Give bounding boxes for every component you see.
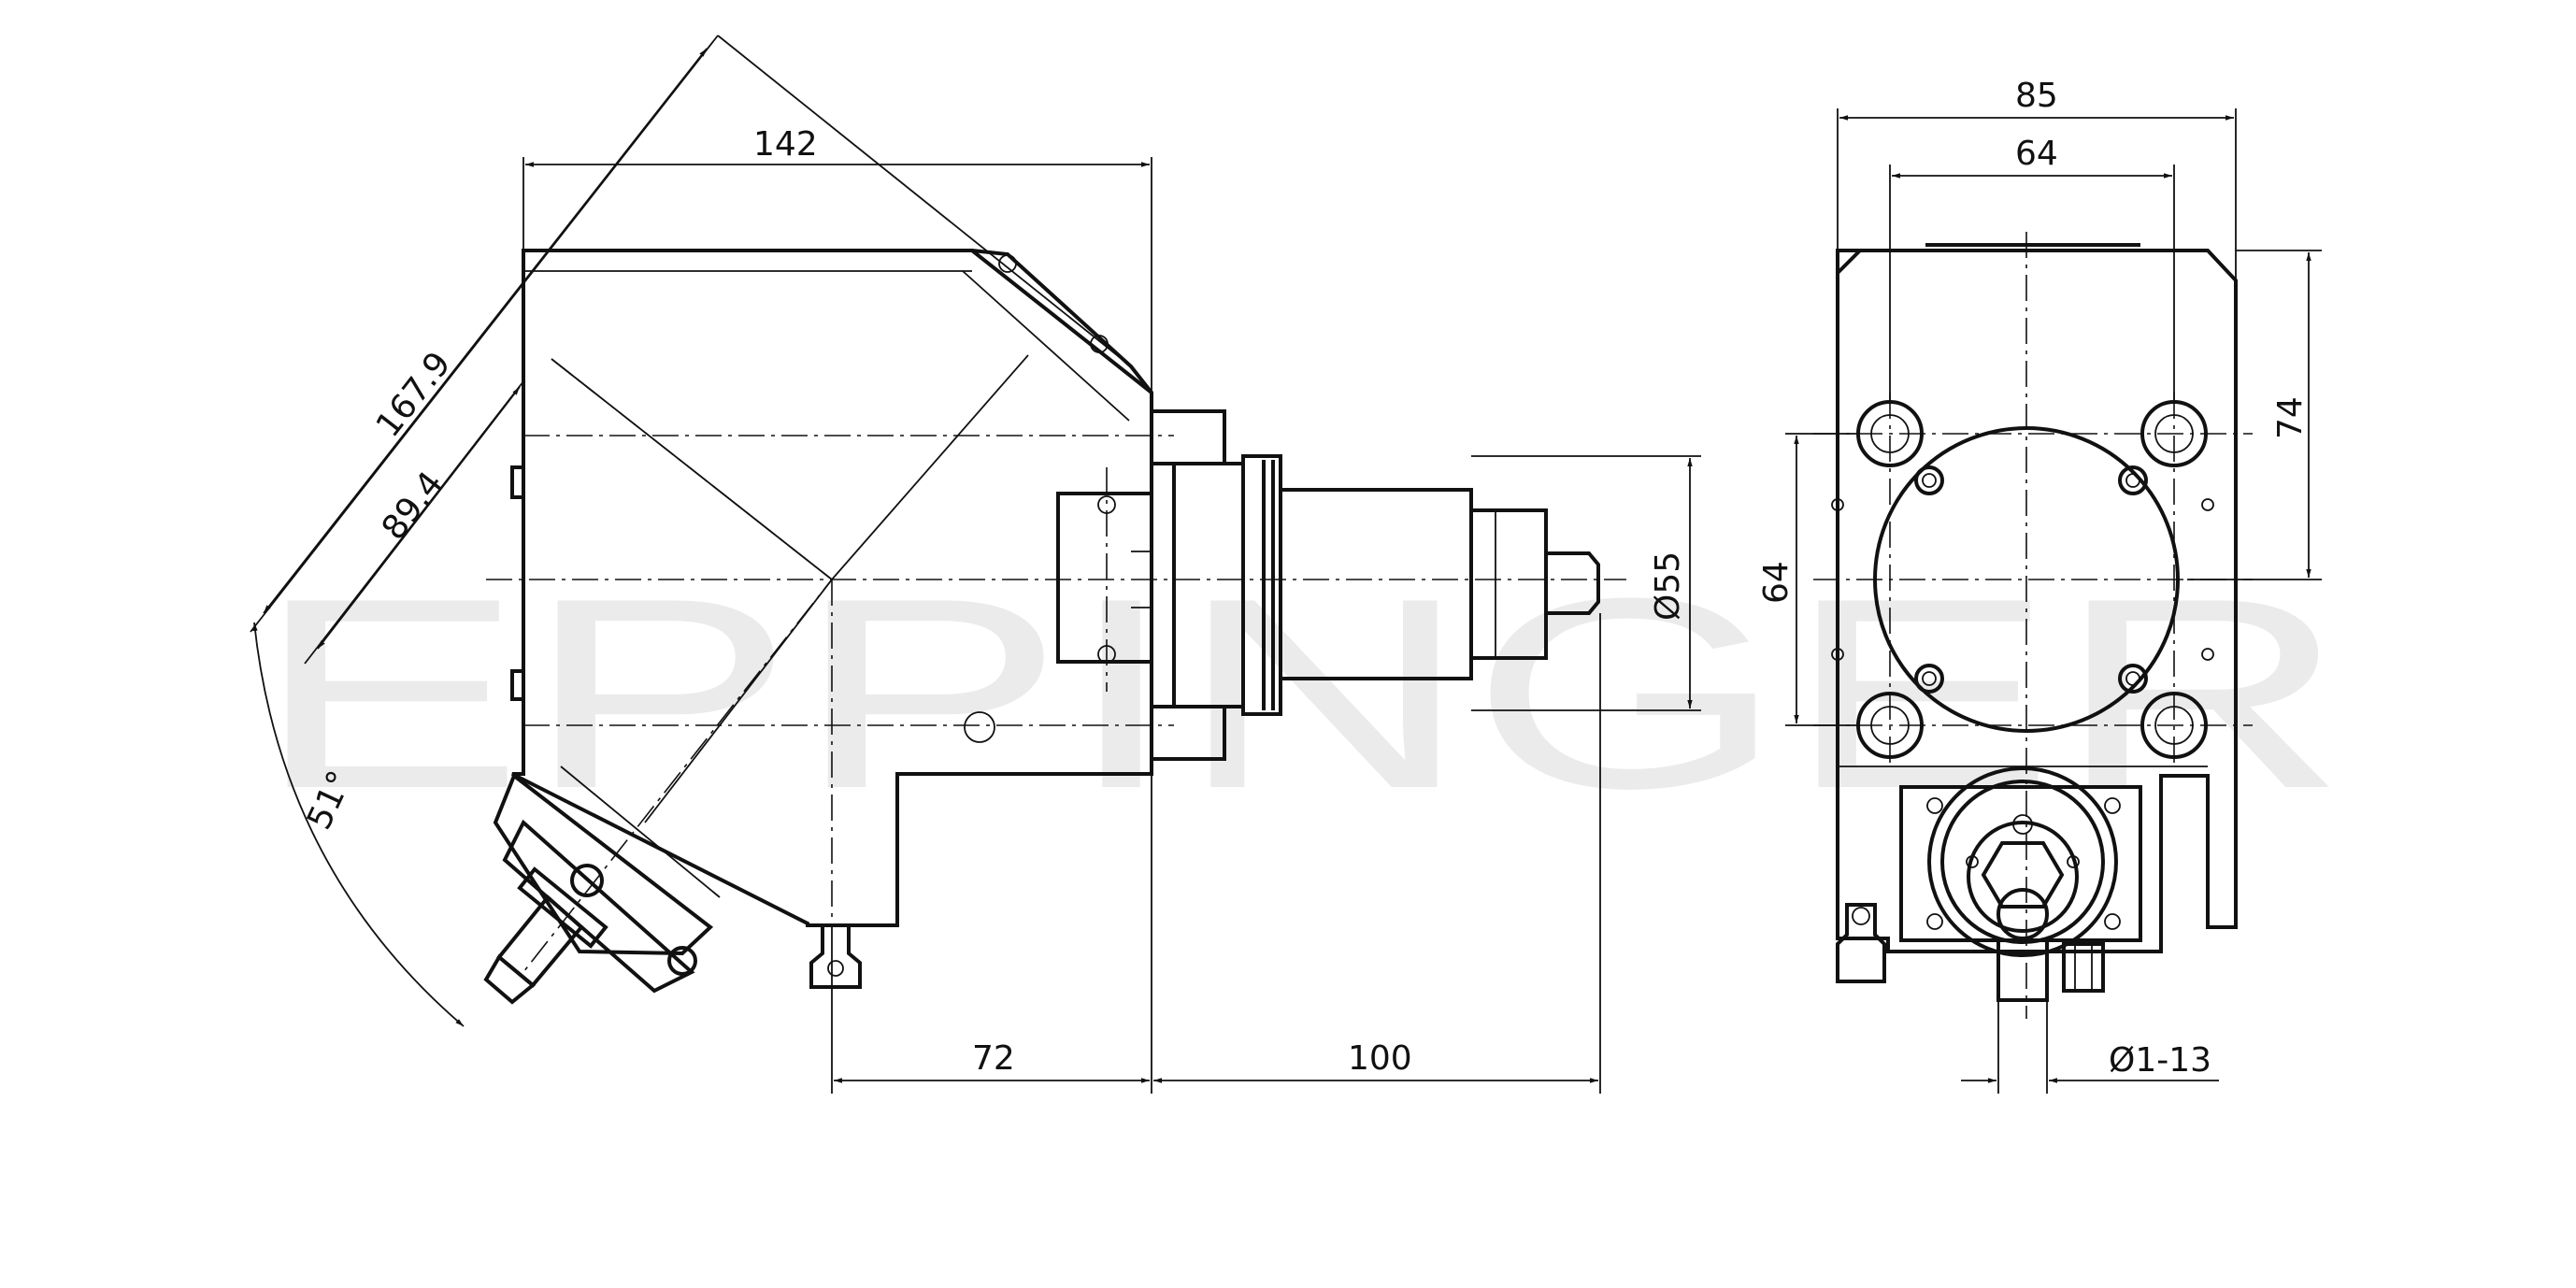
dim-diagonal-offset: 89.4 <box>375 465 451 547</box>
side-flange <box>1056 409 1600 761</box>
watermark: EPPINGER <box>254 542 2348 845</box>
collet-head <box>1899 766 2142 1002</box>
tilted-head <box>483 766 721 1005</box>
dim-bottom-left: 72 <box>972 1039 1015 1078</box>
dim-shaft-diameter: Ø55 <box>1649 551 1687 621</box>
dim-collet-range: Ø1-13 <box>2109 1041 2211 1080</box>
dim-bolt-spacing-horizontal: 64 <box>2015 135 2058 173</box>
side-housing-outline <box>511 249 1153 927</box>
dim-bottom-right: 100 <box>1348 1039 1412 1078</box>
dim-bolt-spacing-vertical: 64 <box>1757 561 1796 604</box>
dim-diagonal-length: 167.9 <box>369 345 459 444</box>
dim-front-width: 85 <box>2015 77 2058 115</box>
dim-front-height: 74 <box>2271 396 2310 439</box>
front-dimensions: 85 64 64 74 Ø1-13 <box>1757 77 2322 1094</box>
dim-overall-width: 142 <box>753 125 818 164</box>
